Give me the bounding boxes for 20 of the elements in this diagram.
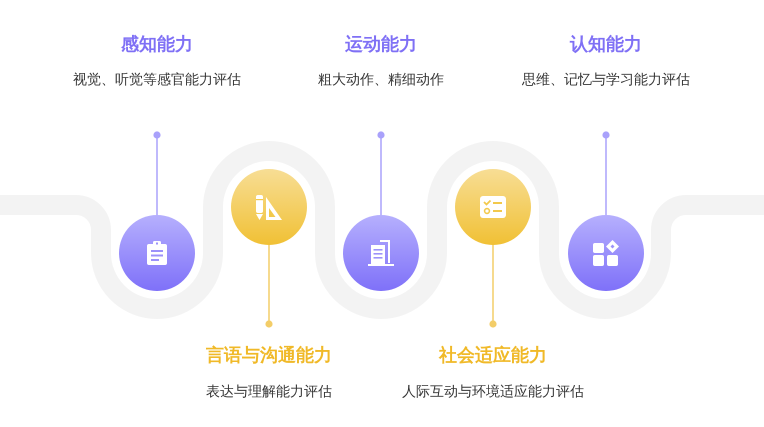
step-description: 视觉、听觉等感官能力评估	[73, 71, 241, 89]
step-circle	[568, 215, 644, 291]
step-circle	[343, 215, 419, 291]
step-circle	[455, 169, 531, 245]
step-description: 人际互动与环境适应能力评估	[402, 383, 584, 401]
step-circle	[119, 215, 195, 291]
step-title: 社会适应能力	[439, 345, 547, 367]
leader-line	[153, 131, 161, 215]
step-title: 认知能力	[570, 34, 642, 56]
step-description: 粗大动作、精细动作	[318, 71, 444, 89]
leader-line	[602, 131, 610, 215]
step-title: 运动能力	[345, 34, 417, 56]
leader-line	[377, 131, 385, 215]
leader-line	[489, 245, 497, 328]
step-description: 思维、记忆与学习能力评估	[522, 71, 690, 89]
step-description: 表达与理解能力评估	[206, 383, 332, 401]
step-title: 感知能力	[121, 34, 193, 56]
step-title: 言语与沟通能力	[206, 345, 332, 367]
leader-line	[265, 245, 273, 328]
step-circle	[231, 169, 307, 245]
